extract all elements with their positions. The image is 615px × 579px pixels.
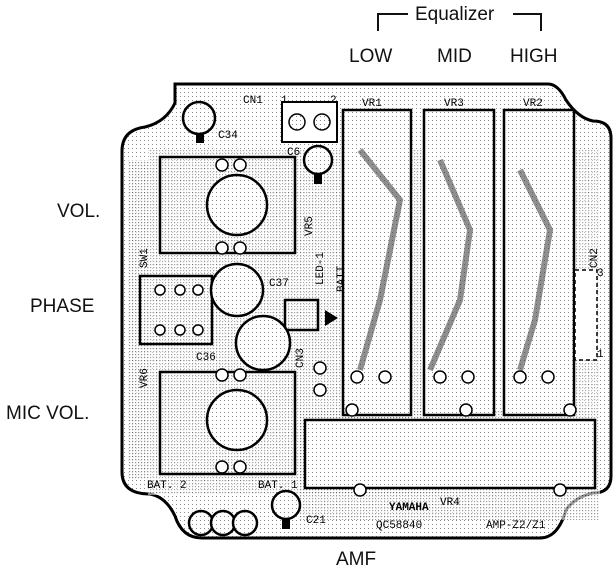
silk-vr6: VR6 [139, 368, 151, 388]
mic-vol-pot-shaft [205, 388, 269, 452]
silk-bat1: BAT. 1 [258, 480, 298, 492]
silk-led1: LED-1 [315, 252, 327, 285]
silk-vr2: VR2 [523, 98, 543, 110]
rotary-pot-boxes [138, 155, 320, 476]
vol-label: VOL. [57, 201, 101, 222]
vol-pot-outline [158, 155, 297, 255]
equalizer-high-label: HIGH [510, 46, 558, 67]
silk-cn2: CN2 [589, 248, 601, 268]
amf-label: AMF [336, 549, 377, 570]
silk-bat2: BAT. 2 [147, 480, 187, 492]
silk-vr5: VR5 [304, 216, 316, 236]
vr2-body [502, 108, 576, 417]
silk-sw1: SW1 [139, 248, 151, 268]
c36-cap [234, 314, 292, 372]
silk-c21: C21 [306, 515, 326, 527]
silk-cn2-pin1: 1 [597, 349, 604, 361]
silk-cn1-pin1: 1 [281, 95, 288, 107]
c6-cap [302, 144, 334, 176]
led-outline [283, 298, 320, 332]
slider-pots [341, 108, 576, 417]
equalizer-bracket [377, 13, 542, 31]
silk-model: AMP-Z2/Z1 [486, 520, 546, 532]
silk-batt: BATT. [336, 259, 348, 292]
c37-cap [209, 262, 265, 318]
cn2-connector [574, 269, 598, 361]
equalizer-mid-label: MID [437, 46, 472, 67]
phase-label: PHASE [30, 296, 95, 317]
sw1-outline [138, 274, 214, 346]
vr4-body [303, 418, 597, 490]
bat2-pad-a [187, 509, 215, 537]
bat2-pad-b [209, 509, 237, 537]
mic-vol-label: MIC VOL. [6, 403, 90, 424]
pads [154, 158, 577, 497]
silk-c36: C36 [196, 352, 216, 364]
silk-cn3: CN3 [295, 348, 307, 368]
components-round [181, 100, 334, 537]
silk-yamaha: YAMAHA [389, 502, 429, 514]
bat2-pad-c [231, 509, 259, 537]
polarity-marks [196, 133, 338, 529]
silk-cn1-pin2: 2 [330, 95, 337, 107]
silk-c34: C34 [218, 130, 238, 142]
equalizer-label: Equalizer [415, 4, 495, 25]
c34-cap [181, 100, 217, 136]
silk-cn1: CN1 [243, 95, 263, 107]
silk-c37: C37 [269, 278, 289, 290]
silk-vr1: VR1 [362, 98, 382, 110]
silk-part-no: QC58840 [376, 520, 422, 532]
vol-pot-shaft [205, 173, 269, 237]
vr1-body [341, 108, 413, 417]
slider-pot-traces [357, 148, 554, 372]
cn1-connector [281, 101, 338, 143]
silk-vr3: VR3 [444, 98, 464, 110]
vr3-body [422, 108, 496, 417]
silk-cn2-pin3: 3 [597, 268, 604, 280]
silkscreen-labels: CN1 1 2 C34 C6 VR1 VR3 VR2 VR5 LED-1 BAT… [139, 95, 604, 532]
equalizer-low-label: LOW [349, 46, 393, 67]
silk-c6: C6 [287, 147, 300, 159]
c21-cap [270, 489, 302, 521]
silk-vr4: VR4 [440, 497, 460, 509]
